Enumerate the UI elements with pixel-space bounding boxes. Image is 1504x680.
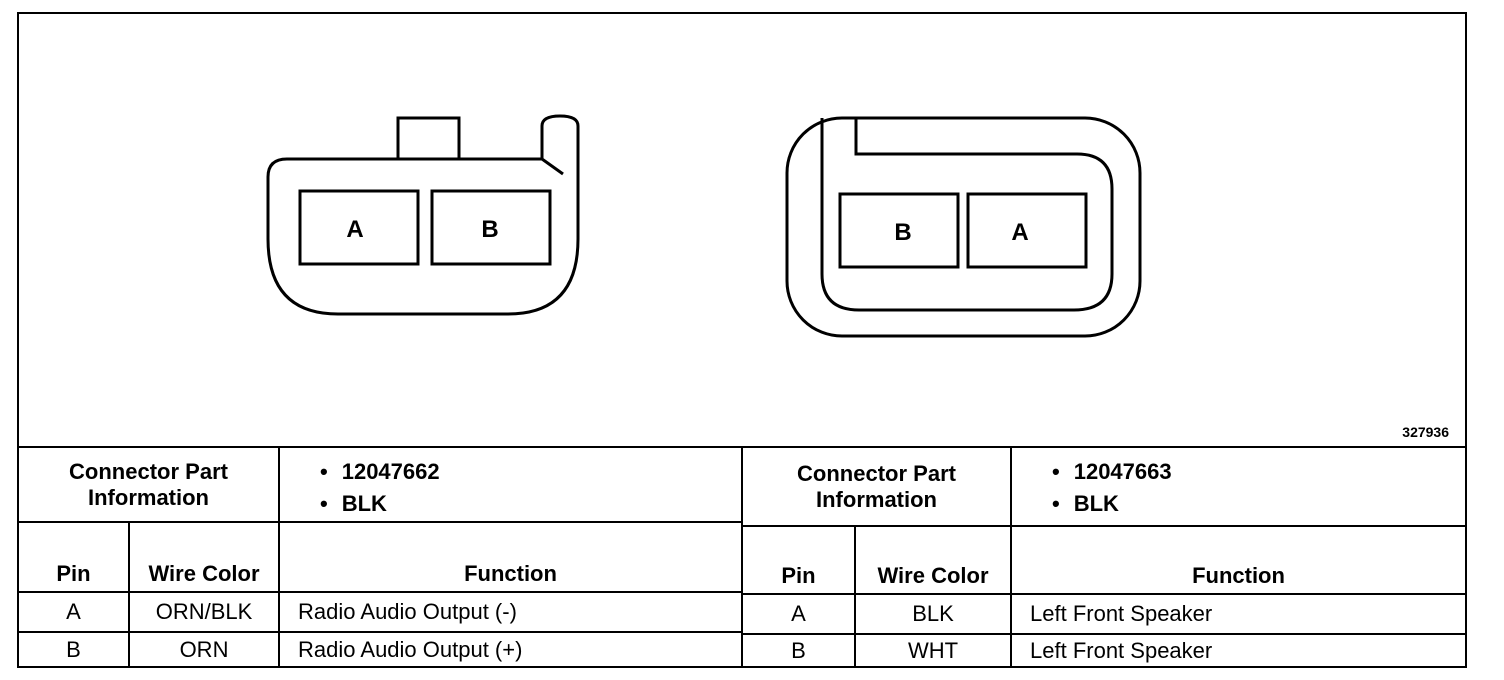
wire-color-cell: BLK — [853, 593, 1013, 635]
part-number: 12047663 — [1052, 456, 1457, 488]
wire-color-cell: WHT — [853, 633, 1013, 666]
pin-cell: B — [19, 631, 130, 666]
connector-color: BLK — [320, 488, 733, 520]
pin-cell: A — [19, 591, 130, 633]
wire-color-header: Wire Color — [127, 521, 281, 593]
connector-right-shape — [785, 116, 1142, 338]
table-row: A ORN/BLK Radio Audio Output (-) — [19, 591, 741, 633]
wire-color-header: Wire Color — [853, 525, 1013, 595]
connector-info-label: Connector Part Information — [19, 448, 281, 523]
connector-left-table: Connector Part Information 12047662 BLK … — [19, 448, 741, 666]
pin-cell: A — [743, 593, 856, 635]
connector-right-table-area: Connector Part Information 12047663 BLK … — [743, 448, 1465, 666]
connector-tables: Connector Part Information 12047662 BLK … — [19, 446, 1465, 666]
connector-left-shape — [266, 114, 580, 316]
table-row: B WHT Left Front Speaker — [743, 633, 1465, 666]
connector-left-table-area: Connector Part Information 12047662 BLK … — [19, 448, 743, 666]
pin-header: Pin — [19, 521, 130, 593]
connector-drawing-area: A B B A 327936 — [19, 14, 1465, 446]
table-row: B ORN Radio Audio Output (+) — [19, 631, 741, 666]
connector-right-pin-label: B — [894, 219, 911, 246]
connector-left-pin-label: A — [346, 216, 363, 243]
connector-right-table: Connector Part Information 12047663 BLK … — [743, 448, 1465, 666]
function-header: Function — [1010, 525, 1465, 595]
pin-header: Pin — [743, 525, 856, 595]
wire-color-cell: ORN/BLK — [127, 591, 281, 633]
pin-cell: B — [743, 633, 856, 666]
diagram-frame: A B B A 327936 Connector Part Informatio… — [17, 12, 1467, 668]
function-header: Function — [278, 521, 741, 593]
connector-info-values: 12047662 BLK — [278, 448, 741, 523]
connector-right-pin-label: A — [1011, 219, 1028, 246]
part-number: 12047662 — [320, 456, 733, 488]
connector-info-label: Connector Part Information — [743, 448, 1013, 527]
table-row: A BLK Left Front Speaker — [743, 593, 1465, 635]
function-cell: Radio Audio Output (-) — [278, 591, 741, 633]
connector-info-values: 12047663 BLK — [1010, 448, 1465, 527]
function-cell: Radio Audio Output (+) — [278, 631, 741, 666]
figure-id: 327936 — [1402, 424, 1449, 440]
function-cell: Left Front Speaker — [1010, 633, 1465, 666]
function-cell: Left Front Speaker — [1010, 593, 1465, 635]
connector-drawing: A B B A — [266, 114, 1142, 338]
connector-left-pin-label: B — [481, 216, 498, 243]
connector-color: BLK — [1052, 488, 1457, 520]
wire-color-cell: ORN — [127, 631, 281, 666]
